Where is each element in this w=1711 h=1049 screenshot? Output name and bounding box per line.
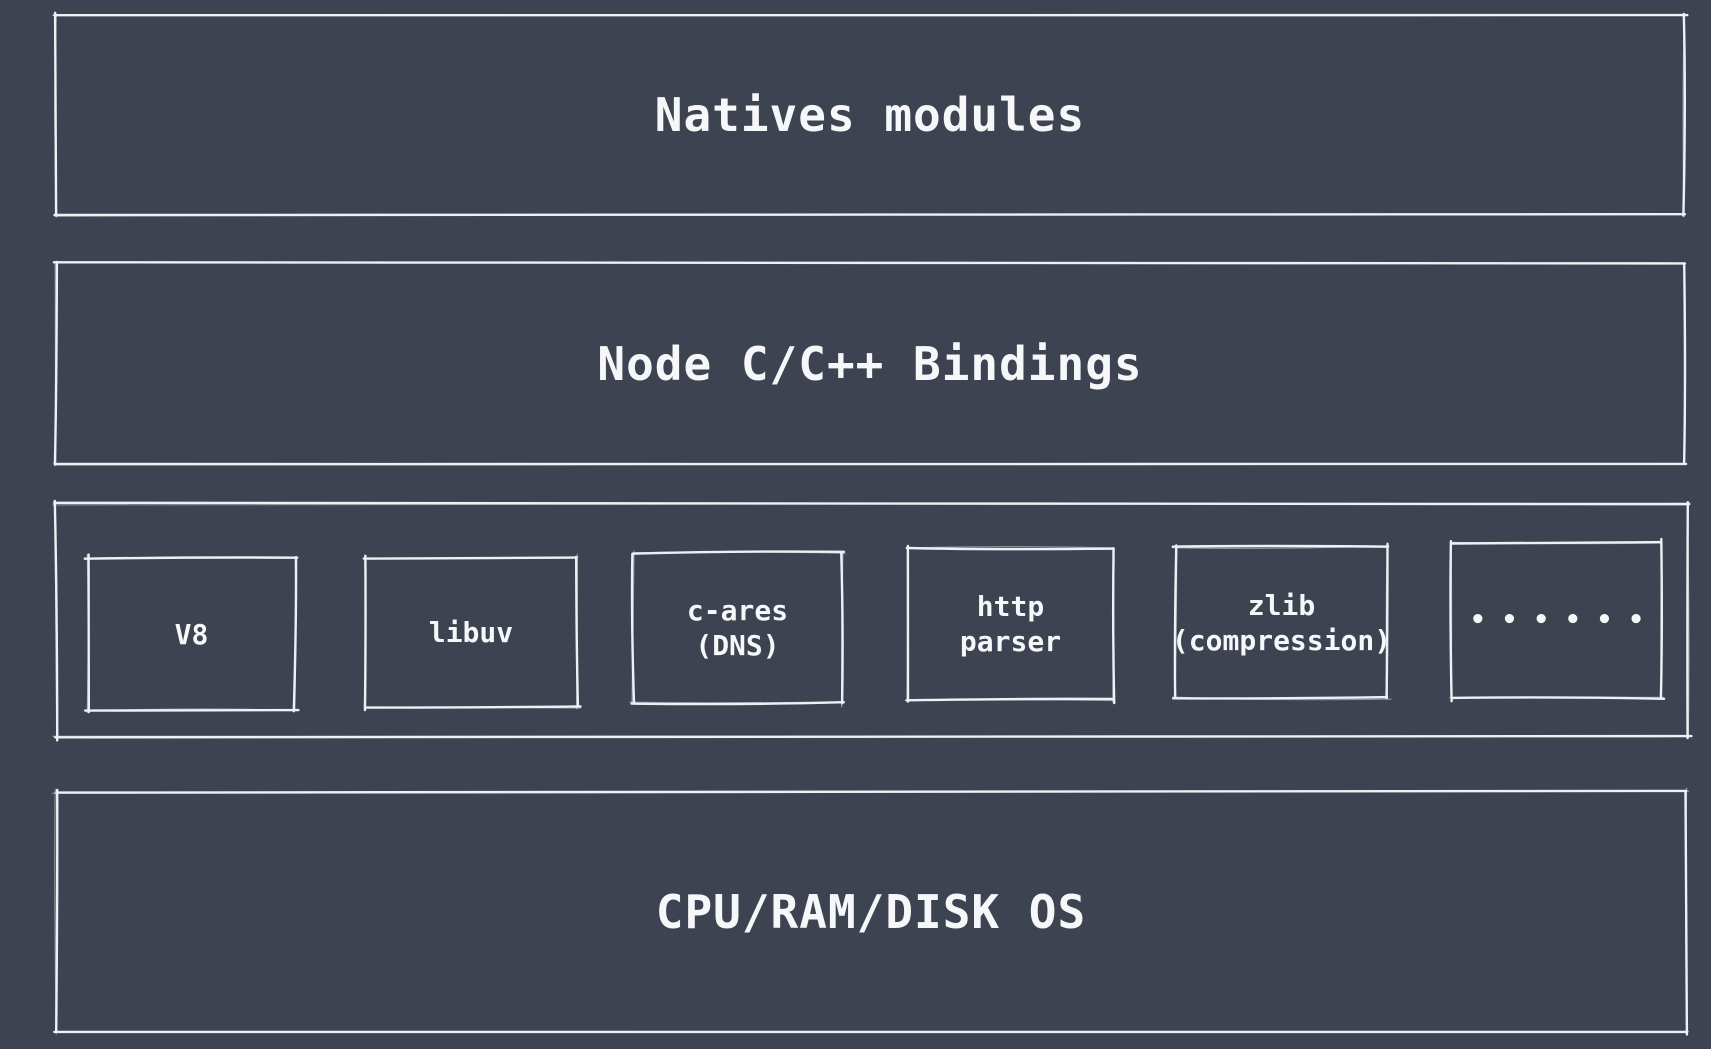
layer-natives-modules: Natives modules <box>56 15 1684 215</box>
http-parser-label-line2: parser <box>959 625 1062 658</box>
c-ares-label-line1: c-ares <box>686 594 789 627</box>
layer-node-bindings: Node C/C++ Bindings <box>56 263 1684 464</box>
node-v8: V8 <box>88 558 295 710</box>
node-zlib: zlib (compression) <box>1172 547 1391 698</box>
node-c-ares: c-ares (DNS) <box>633 553 842 703</box>
layer-libraries: V8 libuv c-ares (DNS) http parser zlib (… <box>56 504 1688 737</box>
layer-os: CPU/RAM/DISK OS <box>56 792 1686 1032</box>
node-libuv: libuv <box>365 558 577 707</box>
c-ares-label-line2: (DNS) <box>695 629 780 662</box>
node-bindings-label: Node C/C++ Bindings <box>597 336 1143 391</box>
http-parser-label-line1: http <box>976 590 1045 623</box>
node-ellipsis: •••••• <box>1452 543 1662 698</box>
v8-label: V8 <box>174 617 209 651</box>
ellipsis-dots: •••••• <box>1470 605 1660 635</box>
zlib-label-line2: (compression) <box>1171 623 1392 657</box>
node-http-parser: http parser <box>908 548 1113 700</box>
zlib-label-line1: zlib <box>1247 588 1316 622</box>
natives-modules-label: Natives modules <box>654 88 1086 142</box>
os-label: CPU/RAM/DISK OS <box>655 885 1087 939</box>
libuv-label: libuv <box>428 616 514 649</box>
